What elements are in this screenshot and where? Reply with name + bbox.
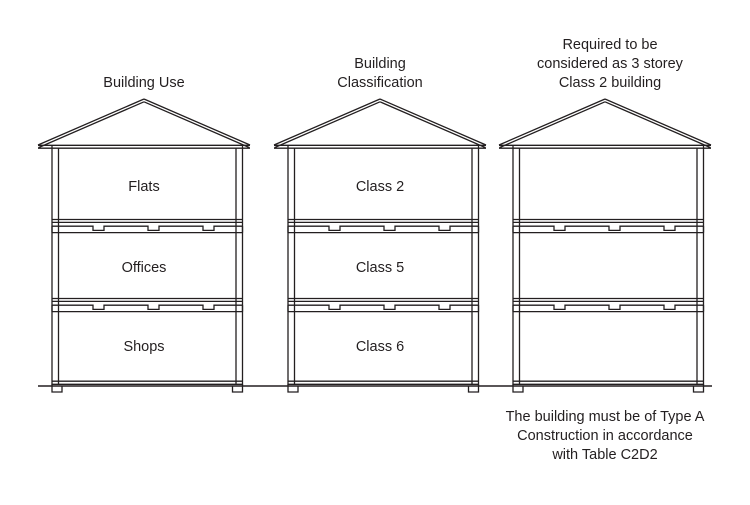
building-requirement-drawing	[498, 98, 712, 393]
building-use-storey-bottom-label: Shops	[123, 339, 165, 355]
building-classification-storey-top-label: Class 2	[355, 179, 405, 195]
building-use-storey-top-label: Flats	[128, 179, 160, 195]
building-classification-header: Building Classification	[337, 55, 423, 91]
building-classification-storey-middle-label: Class 5	[355, 260, 405, 276]
building-use-header: Building Use	[103, 74, 185, 91]
building-use-storey-middle-label: Offices	[121, 260, 167, 276]
building-requirement-header: Required to be considered as 3 storey Cl…	[537, 36, 683, 91]
building-classification-storey-bottom-label: Class 6	[355, 339, 405, 355]
construction-type-note: The building must be of Type A Construct…	[505, 409, 705, 464]
